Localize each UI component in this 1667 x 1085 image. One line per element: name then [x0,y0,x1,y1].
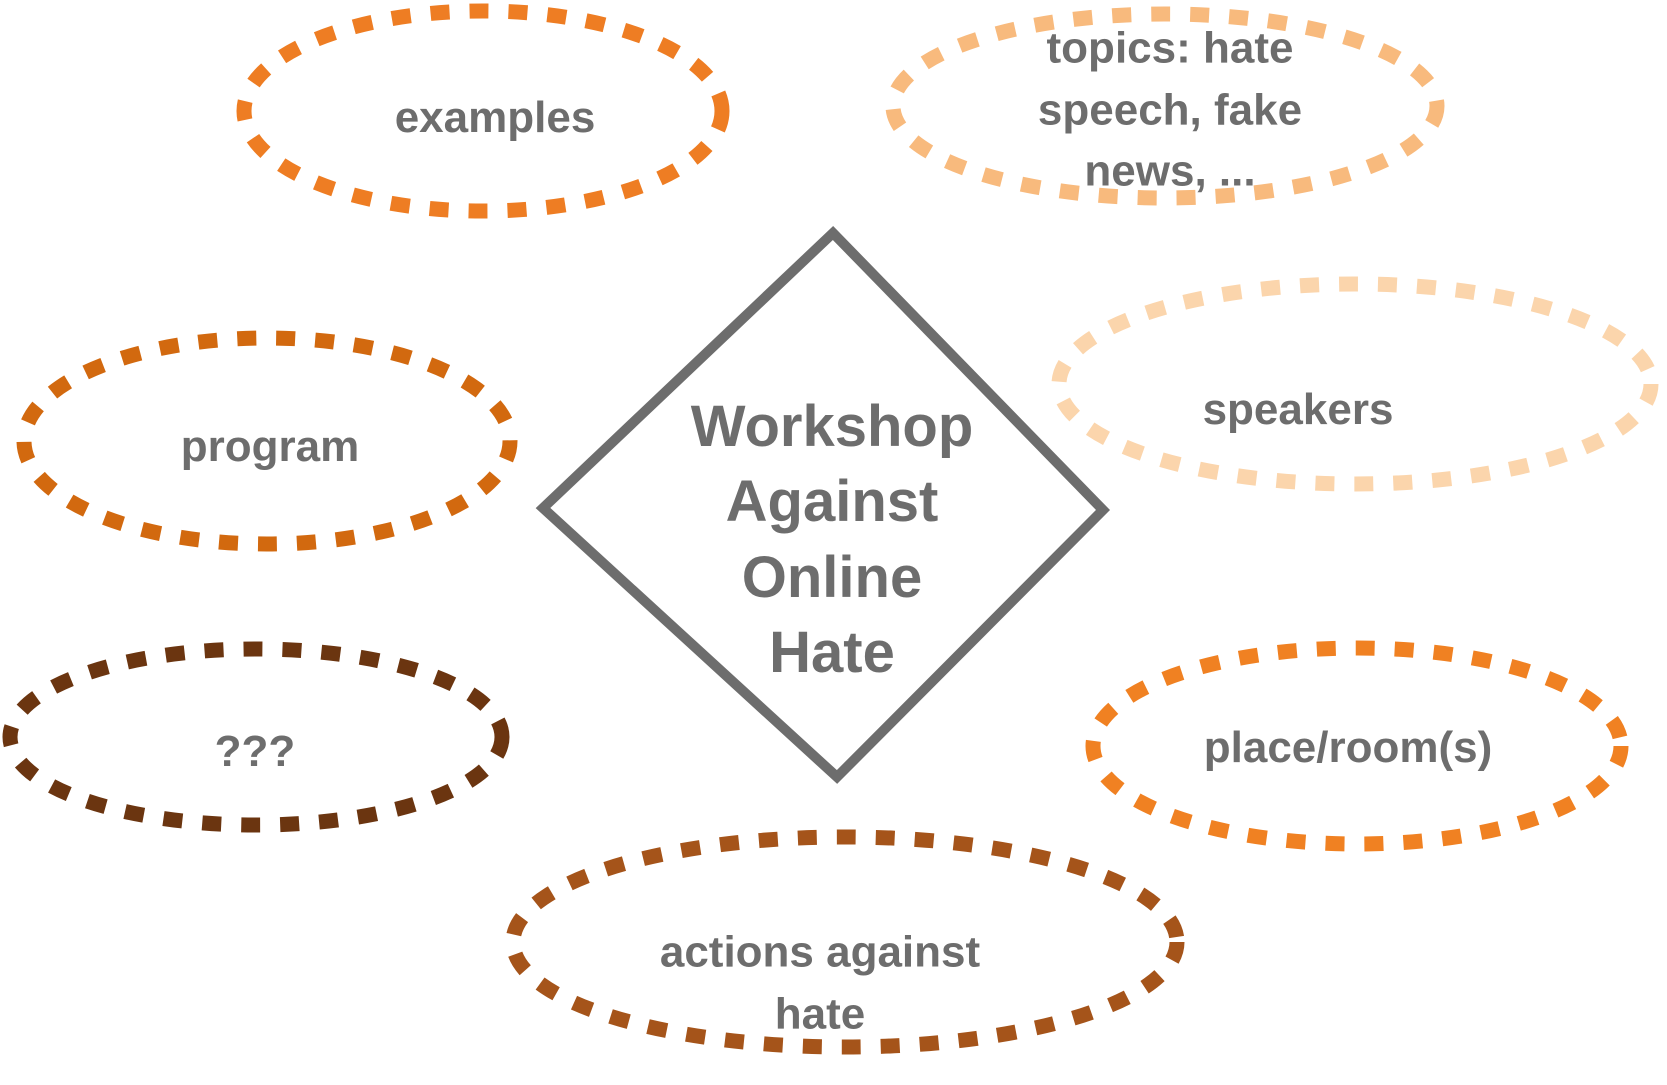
node-ellipse-speakers [1051,276,1659,492]
center-diamond [535,225,1111,784]
node-label-unknown: ??? [214,727,296,777]
node-ellipse-place [1085,640,1629,852]
node-ellipse-unknown [2,641,510,833]
node-label-topics: topics: hate speech, fake news, ... [1037,23,1303,196]
node-ellipse-program [16,330,518,552]
node-label-program: program [180,422,360,472]
node-label-speakers: speakers [1202,385,1394,435]
node-ellipse-examples [236,3,730,219]
node-label-place: place/room(s) [1203,723,1493,773]
node-label-examples: examples [394,93,596,143]
node-ellipse-topics [885,6,1445,206]
node-ellipse-actions [505,829,1185,1055]
center-label: Workshop Against Online Hate [690,394,974,686]
node-label-actions: actions against hate [659,927,981,1038]
